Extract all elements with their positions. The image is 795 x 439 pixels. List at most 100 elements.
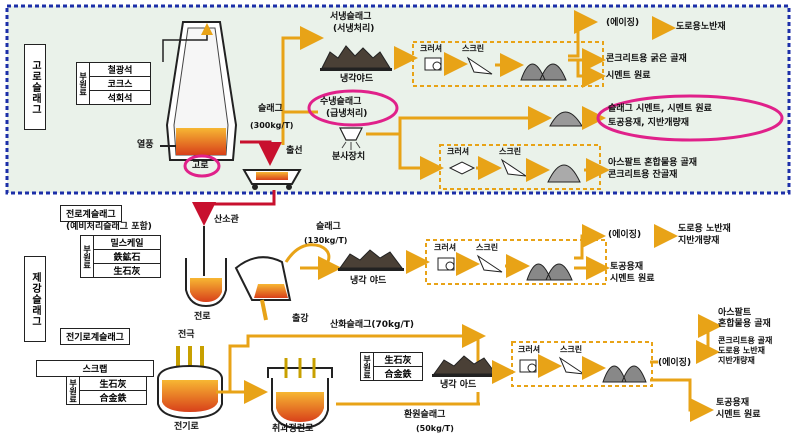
out-concrete-coarse: 콘크리트용 굵은 골재 xyxy=(606,54,687,64)
eaf-label: 전기로 xyxy=(174,422,199,432)
process-box-4 xyxy=(511,341,653,387)
stockpile-icon-3 xyxy=(526,263,573,281)
screen-label-2: 스크린 xyxy=(499,147,522,156)
raw-side-label: 부원료 xyxy=(76,62,90,105)
screen-icon-3 xyxy=(476,254,503,273)
slag-tapping-arrow xyxy=(240,140,282,166)
out-cement-1: 시멘트 원료 xyxy=(606,71,651,81)
air-cooled-note: (서냉처리) xyxy=(333,24,375,34)
eaf-sub-table: 부원료 生石灰 合金鉄 xyxy=(66,376,147,405)
scrap-label: 스크랩 xyxy=(36,360,154,377)
out-civil-2: 토공용재 xyxy=(610,262,644,272)
crusher-label-3: 크러셔 xyxy=(434,243,457,252)
screen-label-1: 스크린 xyxy=(462,44,485,53)
flow-to-air-cooled xyxy=(281,26,324,145)
ladle-sub-0: 生石灰 xyxy=(373,352,423,367)
oxid-slag-label: 산화슬래그(70kg/T) xyxy=(330,320,415,330)
converter-cooling-yard: 냉각 야드 xyxy=(350,276,387,286)
converter-slag-title: 전로계슬래그 xyxy=(60,205,122,222)
blast-furnace-side-title: 고로슬래그 xyxy=(24,44,46,130)
ladle-label: 취과정련로 xyxy=(272,424,314,434)
eaf-cooling-yard: 냉각 아드 xyxy=(440,380,477,390)
stockpile-icon-4 xyxy=(602,365,647,383)
water-slag-note: (급냉처리) xyxy=(326,109,368,119)
blast-furnace-icon xyxy=(160,21,238,161)
crusher-icon-3 xyxy=(437,257,455,271)
raw-material-0: 철광석 xyxy=(89,62,151,77)
out-ground-2: 지반개량재 xyxy=(678,236,720,246)
ladle-sub-side: 부원료 xyxy=(360,352,374,381)
furnace-highlight xyxy=(183,154,221,178)
aging-label-2: (에이징) xyxy=(608,230,642,240)
screen-icon-1 xyxy=(466,56,493,75)
converter-slag-label: 슬래그 xyxy=(316,222,341,232)
out-cement-2: 시멘트 원료 xyxy=(610,274,655,284)
out-civil-3: 토공용재 xyxy=(716,398,750,408)
converter-sub-table: 부원료 밀스케일 鉄鉱石 生石灰 xyxy=(80,235,161,278)
converter-sub-side: 부원료 xyxy=(80,235,94,278)
converter-slag-pile xyxy=(338,249,404,271)
converter-sub-0: 밀스케일 xyxy=(93,235,161,250)
bf-slag-rate: (300kg/T) xyxy=(250,121,294,130)
out-cement-3: 시멘트 원료 xyxy=(716,410,761,420)
out-asphalt-1: 아스팔트 혼합물용 골재 xyxy=(608,158,698,168)
bf-cooling-yard: 냉각야드 xyxy=(340,74,374,84)
oxygen-lance-label: 산소관 xyxy=(214,215,239,225)
stockpile-icon-2 xyxy=(547,164,581,183)
eaf-sub-1: 合金鉄 xyxy=(79,390,147,405)
stockpile-icon-1 xyxy=(520,63,567,81)
slag-trough-icon xyxy=(242,169,302,190)
air-cooled-slag-pile xyxy=(320,45,392,71)
granulator-icon xyxy=(339,127,363,150)
bf-slag-label: 슬래그 xyxy=(258,104,283,114)
out-asphalt-2a: 아스팔트 xyxy=(718,308,752,318)
granulator-label: 분사장치 xyxy=(332,152,366,162)
crusher-label-2: 크러셔 xyxy=(447,147,470,156)
water-slag-label: 수냉슬래그 xyxy=(320,97,362,107)
water-slag-pile xyxy=(549,111,583,127)
screen-icon-4 xyxy=(558,356,585,375)
screen-label-4: 스크린 xyxy=(560,345,583,354)
out-road-2: 도로용 노반재 xyxy=(678,224,731,234)
out-fine-agg: 콘크리트용 잔골재 xyxy=(608,170,678,180)
air-cooled-slag-label: 서냉슬래그 xyxy=(330,12,372,22)
hot-blast-label: 열풍 xyxy=(137,140,154,150)
hot-metal-to-converter xyxy=(192,190,276,226)
aging-label-1: (에이징) xyxy=(606,18,640,28)
screen-icon-2 xyxy=(500,158,527,177)
eaf-slag-pile xyxy=(432,355,498,377)
slag-pour xyxy=(284,243,331,267)
crusher-label-4: 크러셔 xyxy=(518,345,541,354)
out-ground-3: 지반개량재 xyxy=(718,356,755,365)
blast-furnace-section-frame xyxy=(5,4,791,195)
water-slag-highlight xyxy=(307,89,399,127)
raw-material-1: 코크스 xyxy=(89,76,151,91)
crusher-label-1: 크러셔 xyxy=(420,44,443,53)
pretreat-note: (예비처리슬래그 포함) xyxy=(66,222,152,232)
tapping-ladle-icon xyxy=(234,256,292,321)
raw-feed-line xyxy=(162,23,213,62)
out-concrete-2: 콘크리트용 골재 xyxy=(718,336,773,345)
eaf-icon xyxy=(157,346,223,420)
out-road-1: 도로용노반재 xyxy=(676,22,726,32)
slag-cement-highlight xyxy=(596,94,784,142)
screen-label-3: 스크린 xyxy=(476,243,499,252)
converter-slag-rate: (130kg/T) xyxy=(304,236,348,245)
converter-label: 전로 xyxy=(194,312,211,322)
converter-sub-2: 生石灰 xyxy=(93,263,161,278)
bf-tapping-label: 출선 xyxy=(286,146,303,156)
eaf-slag-title: 전기로계슬래그 xyxy=(60,328,130,345)
converter-sub-1: 鉄鉱石 xyxy=(93,249,161,264)
eaf-sub-0: 生石灰 xyxy=(79,376,147,391)
ladle-sub-table: 부원료 生石灰 合金鉄 xyxy=(360,352,423,381)
ladle-furnace-icon xyxy=(267,358,333,430)
crusher-icon-2 xyxy=(448,161,476,175)
raw-material-2: 석회석 xyxy=(89,90,151,105)
out-road-3: 도로용 노반재 xyxy=(718,346,765,355)
raw-materials-table: 부원료 철광석 코크스 석회석 xyxy=(76,62,151,105)
crusher-icon-1 xyxy=(424,57,442,71)
converter-icon xyxy=(185,226,227,308)
reduct-slag-label: 환원슬래그 xyxy=(404,410,446,420)
eaf-sub-side: 부원료 xyxy=(66,376,80,405)
